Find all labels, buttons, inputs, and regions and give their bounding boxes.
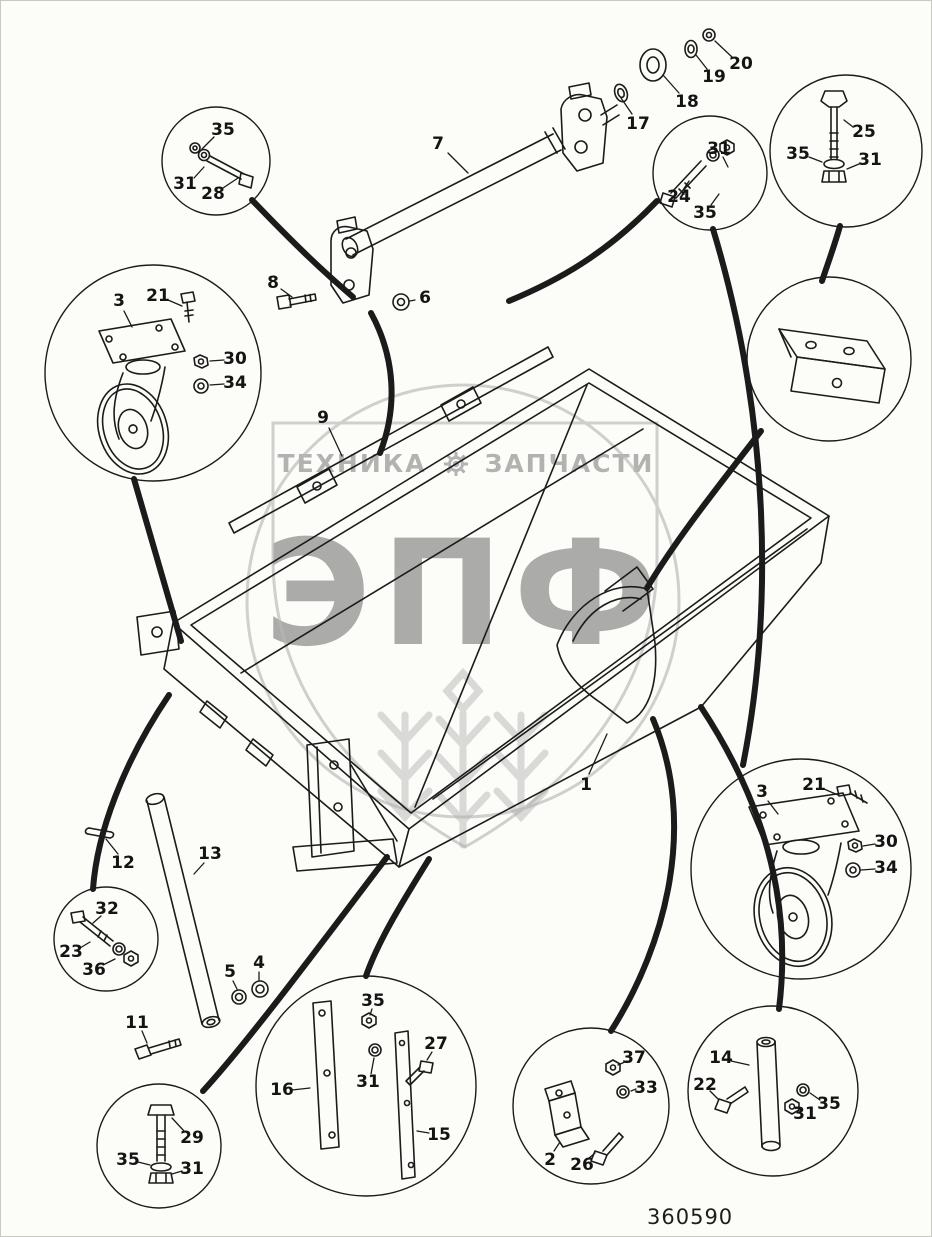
callout-15: 15 — [427, 1125, 451, 1145]
callout-32: 32 — [95, 899, 119, 919]
callout-30: 30 — [223, 349, 247, 369]
callout-21: 21 — [146, 286, 170, 306]
callout-3: 3 — [113, 291, 125, 311]
callout-29: 29 — [180, 1128, 204, 1148]
callout-21: 21 — [802, 775, 826, 795]
callout-31: 31 — [180, 1159, 204, 1179]
callout-34: 34 — [874, 858, 898, 878]
callout-19: 19 — [702, 67, 726, 87]
callout-31: 31 — [707, 139, 731, 159]
callout-36: 36 — [82, 960, 106, 980]
callout-35: 35 — [211, 120, 235, 140]
callout-20: 20 — [729, 54, 753, 74]
callout-31: 31 — [173, 174, 197, 194]
callout-31: 31 — [793, 1104, 817, 1124]
callout-17: 17 — [626, 114, 650, 134]
callout-33: 33 — [634, 1078, 658, 1098]
part-number: 360590 — [647, 1205, 734, 1229]
callout-35: 35 — [693, 203, 717, 223]
callout-6: 6 — [419, 288, 431, 308]
callout-16: 16 — [270, 1080, 294, 1100]
callout-34: 34 — [223, 373, 247, 393]
callout-5: 5 — [224, 962, 236, 982]
callout-13: 13 — [198, 844, 222, 864]
callout-35: 35 — [817, 1094, 841, 1114]
callout-35: 35 — [361, 991, 385, 1011]
callout-30: 30 — [874, 832, 898, 852]
callout-12: 12 — [111, 853, 135, 873]
callout-31: 31 — [858, 150, 882, 170]
callout-9: 9 — [317, 408, 329, 428]
callout-24: 24 — [667, 187, 691, 207]
callout-22: 22 — [693, 1075, 717, 1095]
callout-25: 25 — [852, 122, 876, 142]
callout-23: 23 — [59, 942, 83, 962]
callout-26: 26 — [570, 1155, 594, 1175]
callout-37: 37 — [622, 1048, 646, 1068]
callout-35: 35 — [786, 144, 810, 164]
callout-35: 35 — [116, 1150, 140, 1170]
callout-1: 1 — [580, 775, 592, 795]
callout-7: 7 — [432, 134, 444, 154]
callout-31: 31 — [356, 1072, 380, 1092]
callout-27: 27 — [424, 1034, 448, 1054]
callout-28: 28 — [201, 184, 225, 204]
callout-2: 2 — [544, 1150, 556, 1170]
callout-8: 8 — [267, 273, 279, 293]
callout-4: 4 — [253, 953, 265, 973]
callout-3: 3 — [756, 782, 768, 802]
callout-14: 14 — [709, 1048, 733, 1068]
callout-18: 18 — [675, 92, 699, 112]
callout-11: 11 — [125, 1013, 149, 1033]
